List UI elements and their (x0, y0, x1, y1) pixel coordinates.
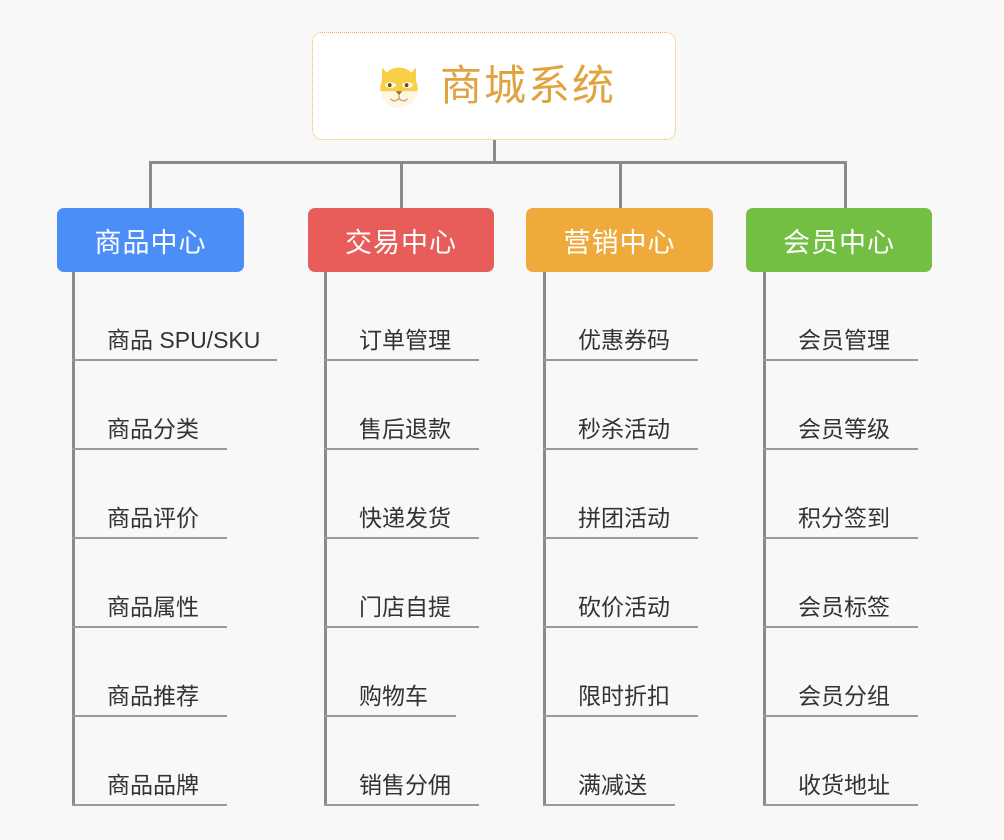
leaf-label: 订单管理 (359, 327, 451, 353)
connector-root-trunk (493, 140, 496, 164)
leaf-underline (543, 448, 698, 450)
leaf-column-4: 会员管理 会员等级 积分签到 会员标签 会员分组 收货地址 (763, 272, 918, 806)
leaf-underline (543, 359, 698, 361)
leaf-item[interactable]: 拼团活动 (543, 450, 698, 539)
leaf-label: 会员分组 (798, 683, 890, 709)
leaf-item[interactable]: 限时折扣 (543, 628, 698, 717)
leaf-underline (72, 715, 227, 717)
leaf-item[interactable]: 会员等级 (763, 361, 918, 450)
leaf-underline (72, 804, 227, 806)
leaf-spine-1 (72, 272, 75, 806)
connector-drop-branch-3 (619, 161, 622, 208)
leaf-underline (324, 359, 479, 361)
leaf-label: 商品属性 (107, 594, 199, 620)
leaf-label: 销售分佣 (359, 772, 451, 798)
leaf-label: 商品分类 (107, 416, 199, 442)
leaf-underline (72, 448, 227, 450)
leaf-label: 会员标签 (798, 594, 890, 620)
leaf-underline (72, 626, 227, 628)
leaf-item[interactable]: 商品分类 (72, 361, 260, 450)
leaf-item[interactable]: 购物车 (324, 628, 456, 717)
leaf-underline (324, 448, 479, 450)
leaf-label: 售后退款 (359, 416, 451, 442)
leaf-spine-3 (543, 272, 546, 806)
leaf-item[interactable]: 秒杀活动 (543, 361, 698, 450)
leaf-underline (324, 537, 479, 539)
leaf-item[interactable]: 会员管理 (763, 272, 918, 361)
leaf-label: 砍价活动 (578, 594, 670, 620)
leaf-item[interactable]: 销售分佣 (324, 717, 479, 806)
root-node[interactable]: 商城系统 (312, 32, 676, 140)
leaf-column-1: 商品 SPU/SKU 商品分类 商品评价 商品属性 商品推荐 商品品牌 (72, 272, 277, 806)
leaf-label: 拼团活动 (578, 505, 670, 531)
leaf-label: 积分签到 (798, 505, 890, 531)
leaf-underline (324, 804, 479, 806)
leaf-underline (324, 715, 456, 717)
branch-label-2: 交易中心 (345, 227, 457, 258)
leaf-item[interactable]: 砍价活动 (543, 539, 698, 628)
leaf-underline (763, 448, 918, 450)
leaf-underline (763, 626, 918, 628)
leaf-item[interactable]: 满减送 (543, 717, 675, 806)
leaf-underline (72, 359, 277, 361)
leaf-column-3: 优惠券码 秒杀活动 拼团活动 砍价活动 限时折扣 满减送 (543, 272, 698, 806)
leaf-item[interactable]: 商品推荐 (72, 628, 260, 717)
leaf-label: 购物车 (359, 683, 428, 709)
leaf-underline (324, 626, 479, 628)
branch-node-1[interactable]: 商品中心 (57, 208, 244, 272)
branch-node-4[interactable]: 会员中心 (746, 208, 932, 272)
leaf-underline (543, 715, 698, 717)
connector-drop-branch-4 (844, 161, 847, 208)
leaf-underline (543, 626, 698, 628)
leaf-label: 商品品牌 (107, 772, 199, 798)
leaf-label: 收货地址 (798, 772, 890, 798)
branch-node-2[interactable]: 交易中心 (308, 208, 494, 272)
leaf-item[interactable]: 快递发货 (324, 450, 479, 539)
connector-drop-branch-1 (149, 161, 152, 208)
branch-label-1: 商品中心 (94, 227, 207, 258)
leaf-underline (543, 537, 698, 539)
leaf-item[interactable]: 积分签到 (763, 450, 918, 539)
leaf-spine-2 (324, 272, 327, 806)
leaf-item[interactable]: 门店自提 (324, 539, 479, 628)
leaf-item[interactable]: 会员标签 (763, 539, 918, 628)
leaf-label: 满减送 (578, 772, 647, 798)
leaf-underline (72, 537, 227, 539)
leaf-label: 优惠券码 (578, 327, 670, 353)
leaf-item[interactable]: 商品 SPU/SKU (72, 272, 277, 361)
branch-label-4: 会员中心 (783, 227, 895, 258)
leaf-label: 快递发货 (359, 505, 451, 531)
branch-label-3: 营销中心 (563, 227, 676, 258)
leaf-item[interactable]: 订单管理 (324, 272, 479, 361)
leaf-item[interactable]: 商品属性 (72, 539, 260, 628)
leaf-item[interactable]: 优惠券码 (543, 272, 698, 361)
leaf-underline (763, 359, 918, 361)
branch-node-3[interactable]: 营销中心 (526, 208, 713, 272)
leaf-item[interactable]: 收货地址 (763, 717, 918, 806)
leaf-label: 商品 SPU/SKU (107, 327, 261, 353)
leaf-label: 门店自提 (359, 594, 451, 620)
leaf-item[interactable]: 售后退款 (324, 361, 479, 450)
shiba-dog-emoji (372, 59, 426, 113)
connector-drop-branch-2 (400, 161, 403, 208)
leaf-spine-4 (763, 272, 766, 806)
root-title: 商城系统 (439, 62, 616, 109)
leaf-underline (763, 715, 918, 717)
leaf-item[interactable]: 商品品牌 (72, 717, 260, 806)
leaf-underline (543, 804, 675, 806)
leaf-underline (763, 537, 918, 539)
leaf-label: 限时折扣 (578, 683, 670, 709)
leaf-underline (763, 804, 918, 806)
leaf-label: 秒杀活动 (578, 416, 670, 442)
leaf-item[interactable]: 会员分组 (763, 628, 918, 717)
leaf-label: 会员等级 (798, 416, 890, 442)
connector-horizontal-bus (149, 161, 846, 164)
leaf-column-2: 订单管理 售后退款 快递发货 门店自提 购物车 销售分佣 (324, 272, 479, 806)
leaf-label: 商品评价 (107, 505, 199, 531)
leaf-item[interactable]: 商品评价 (72, 450, 260, 539)
leaf-label: 商品推荐 (107, 683, 199, 709)
leaf-label: 会员管理 (798, 327, 890, 353)
